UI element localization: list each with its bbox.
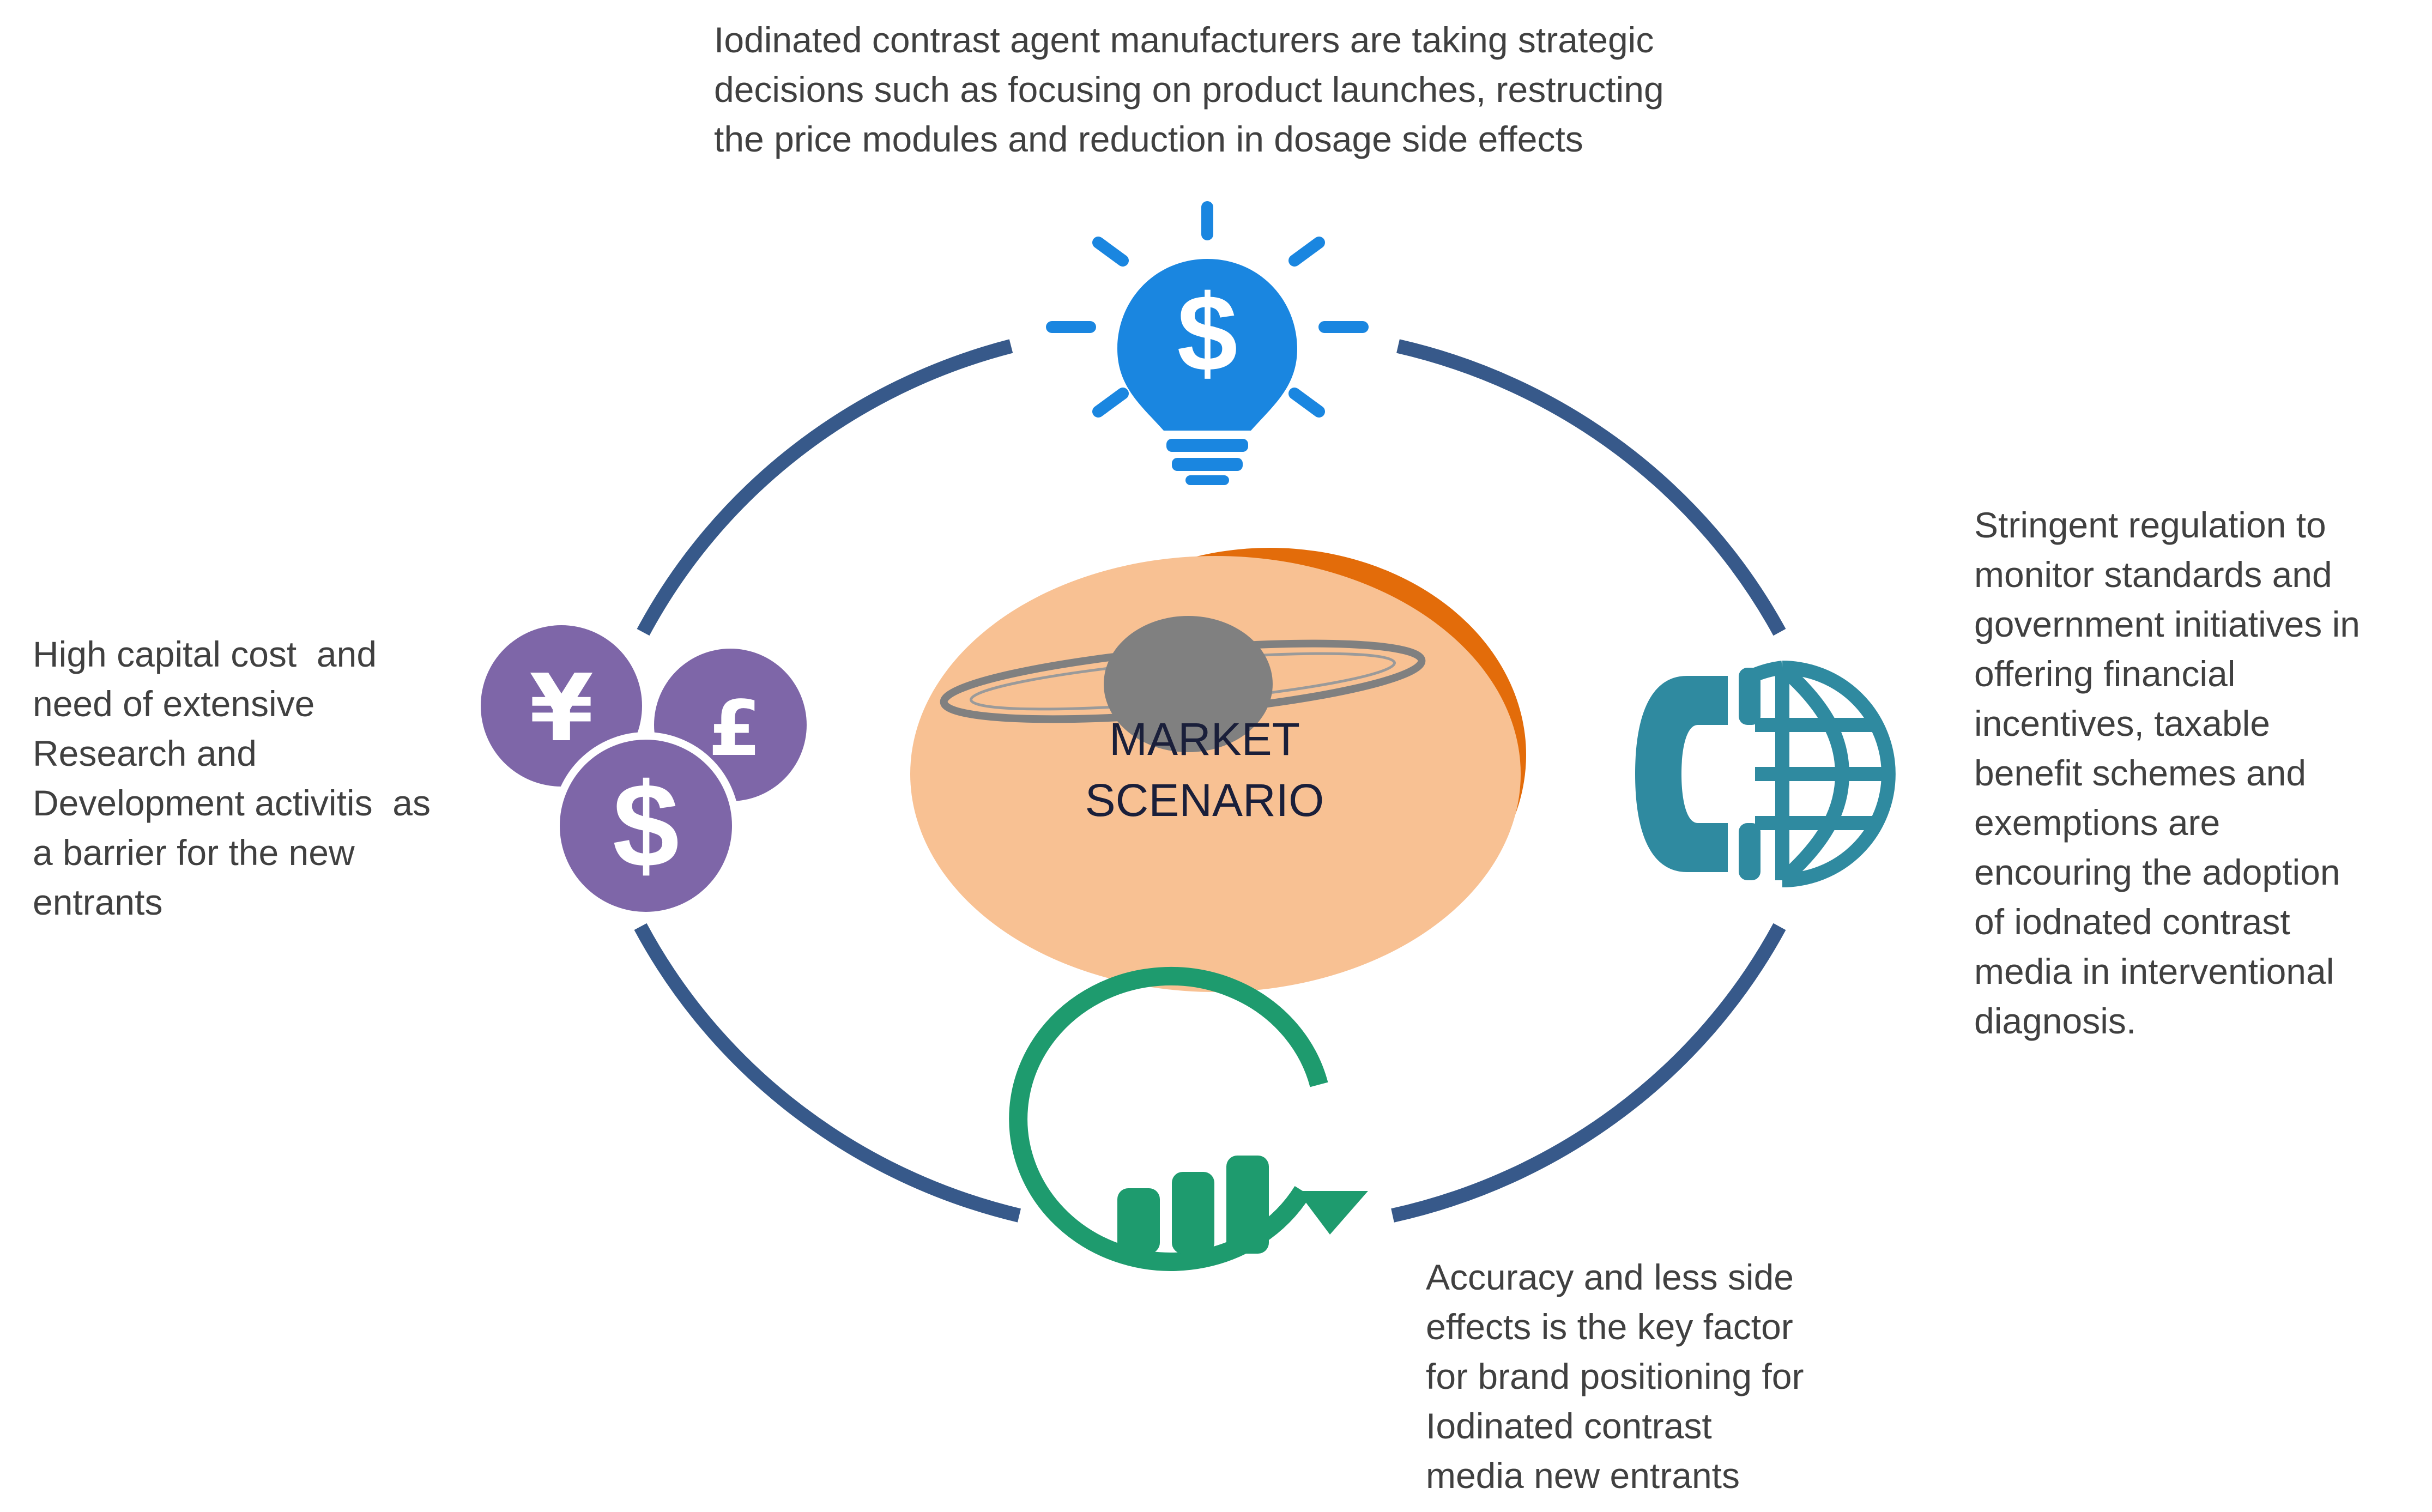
dollar-coin: [552, 732, 740, 920]
currency-coins-icon: ¥ £ $: [481, 625, 807, 920]
caption-right-line: of iodnated contrast: [1974, 902, 2290, 942]
bar-chart-cycle-icon: [1009, 966, 1368, 1271]
caption-right-line: Stringent regulation to: [1974, 505, 2326, 545]
caption-left-line: entrants: [33, 882, 163, 922]
bulb-dollar-symbol: $: [1177, 273, 1237, 394]
caption-left-line: Research and: [33, 733, 257, 773]
caption-top: Iodinated contrast agent manufacturers a…: [714, 15, 1664, 164]
pound-symbol: £: [708, 685, 761, 773]
planet-body: [1104, 616, 1273, 752]
caption-bottom-line: media new entrants: [1426, 1455, 1740, 1496]
caption-bottom-line: for brand positioning for: [1426, 1356, 1804, 1396]
planet-ring-icon: [940, 616, 1426, 752]
caption-bottom-line: Iodinated contrast: [1426, 1406, 1712, 1446]
cycle-arrow: [1009, 966, 1328, 1271]
globe-phone-icon: [1635, 661, 1896, 887]
caption-left-line: need of extensive: [33, 684, 315, 724]
bulb-base-2: [1172, 458, 1243, 471]
bulb-glass: [1117, 259, 1297, 431]
caption-bottom-line: Accuracy and less side: [1426, 1257, 1794, 1297]
ring-arc-top-right: [1396, 339, 1786, 636]
chart-bar-2: [1172, 1172, 1214, 1254]
cycle-arrowhead: [1297, 1191, 1368, 1235]
center-label: MARKET SCENARIO: [997, 709, 1412, 831]
lightbulb-dollar-icon: $: [1046, 201, 1369, 485]
caption-right-line: encouring the adoption: [1974, 852, 2340, 892]
bulb-rays: [1046, 201, 1369, 418]
ring-arc-bottom-left: [634, 923, 1021, 1223]
caption-right: Stringent regulation to monitor standard…: [1974, 500, 2360, 1046]
caption-right-line: offering financial: [1974, 654, 2236, 694]
caption-right-line: monitor standards and: [1974, 554, 2332, 595]
center-label-line-2: SCENARIO: [1085, 775, 1324, 826]
cycle-ring: [634, 339, 1786, 1223]
globe-phone-grip-bottom: [1739, 823, 1761, 880]
phone-handset: [1635, 676, 1728, 872]
chart-bar-1: [1117, 1188, 1160, 1254]
bulb-base-3: [1185, 475, 1229, 485]
ring-arc-bottom-right: [1391, 923, 1786, 1223]
caption-bottom: Accuracy and less side effects is the ke…: [1426, 1253, 1804, 1501]
caption-top-line: Iodinated contrast agent manufacturers a…: [714, 20, 1654, 60]
caption-left-line: a barrier for the new: [33, 832, 355, 873]
caption-right-line: exemptions are: [1974, 802, 2221, 843]
caption-right-line: government initiatives in: [1974, 604, 2361, 644]
center-label-line-1: MARKET: [1109, 713, 1300, 765]
caption-top-line: the price modules and reduction in dosag…: [714, 119, 1583, 159]
ring-arc-top-left: [637, 339, 1013, 636]
caption-right-line: diagnosis.: [1974, 1001, 2137, 1041]
yen-symbol: ¥: [529, 655, 594, 763]
globe: [1749, 661, 1896, 887]
caption-top-line: decisions such as focusing on product la…: [714, 69, 1664, 110]
caption-bottom-line: effects is the key factor: [1426, 1307, 1793, 1347]
caption-left-line: Development activitis as: [33, 783, 431, 823]
bulb-base-1: [1166, 439, 1248, 452]
dollar-symbol: $: [613, 758, 679, 892]
caption-left-line: High capital cost and: [33, 634, 377, 674]
caption-right-line: incentives, taxable: [1974, 703, 2270, 743]
caption-left: High capital cost and need of extensive …: [33, 630, 431, 927]
caption-right-line: benefit schemes and: [1974, 753, 2307, 793]
globe-phone-grip-top: [1739, 668, 1761, 725]
caption-right-line: media in interventional: [1974, 951, 2334, 991]
chart-bar-3: [1226, 1156, 1269, 1254]
